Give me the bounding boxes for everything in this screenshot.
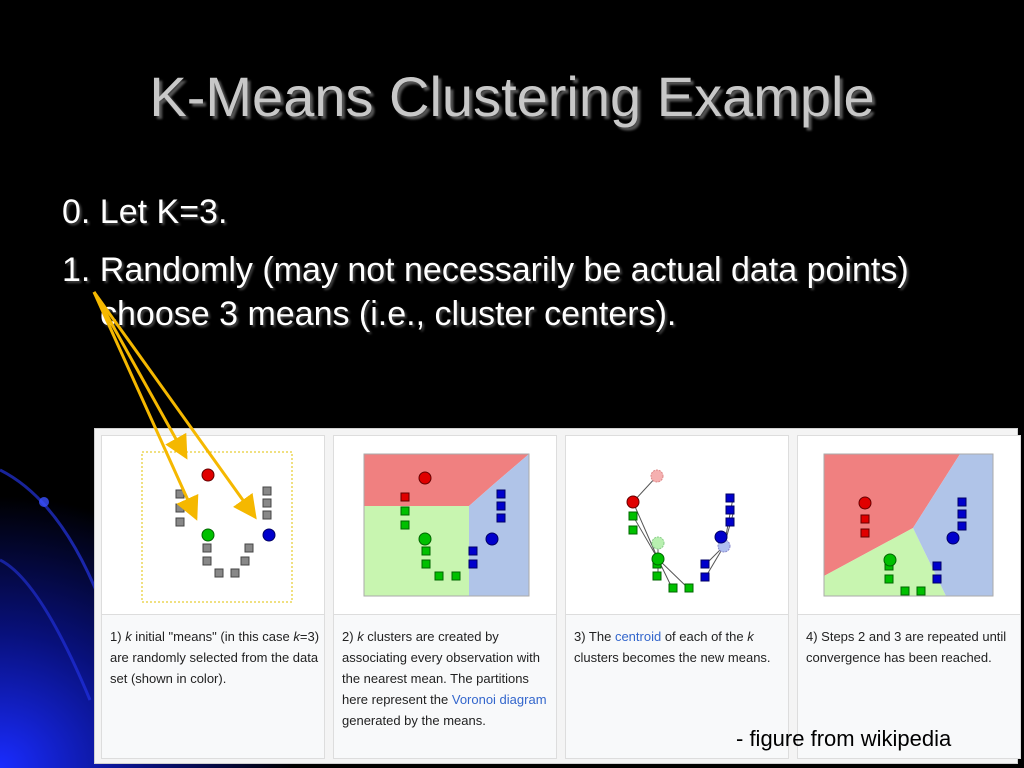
slide-title: K-Means Clustering Example bbox=[149, 65, 875, 128]
arrow-to-green-mean bbox=[92, 291, 199, 521]
centroid-link[interactable]: centroid bbox=[614, 629, 662, 644]
panel-2-image bbox=[334, 436, 556, 615]
panel-3-caption: 3) The centroid of each of the k cluster… bbox=[574, 629, 771, 665]
mean-green bbox=[201, 528, 215, 542]
panel-1-image bbox=[102, 436, 324, 615]
panel-step-2: 2) k clusters are created by associating… bbox=[333, 435, 557, 759]
panel-4-caption: 4) Steps 2 and 3 are repeated until conv… bbox=[806, 629, 1007, 665]
panel-step-4: 4) Steps 2 and 3 are repeated until conv… bbox=[797, 435, 1021, 759]
selection-box bbox=[141, 451, 293, 603]
panel-3-image bbox=[566, 436, 788, 615]
bullet-let-k: 0. Let K=3. bbox=[62, 193, 228, 231]
panel-1-caption: 1) k initial "means" (in this case k=3) … bbox=[110, 629, 320, 686]
kmeans-figure: 1) k initial "means" (in this case k=3) … bbox=[94, 428, 1021, 764]
arrow-to-red-mean bbox=[92, 291, 188, 460]
panel-2-caption: 2) k clusters are created by associating… bbox=[342, 629, 547, 728]
panel-step-3: 3) The centroid of each of the k cluster… bbox=[565, 435, 789, 759]
mean-blue bbox=[262, 528, 276, 542]
region-blue bbox=[913, 454, 993, 596]
bullet-randomly-choose-means: 1. Randomly (may not necessarily be actu… bbox=[62, 251, 909, 333]
arrow-to-blue-mean bbox=[92, 291, 257, 520]
panel-step-1: 1) k initial "means" (in this case k=3) … bbox=[101, 435, 325, 759]
voronoi-link[interactable]: Voronoi diagram bbox=[451, 692, 547, 707]
region-blue bbox=[469, 454, 529, 596]
mean-red bbox=[201, 468, 215, 482]
region-red bbox=[824, 454, 960, 576]
panel-4-image bbox=[798, 436, 1020, 615]
figure-source: - figure from wikipedia bbox=[736, 726, 952, 751]
